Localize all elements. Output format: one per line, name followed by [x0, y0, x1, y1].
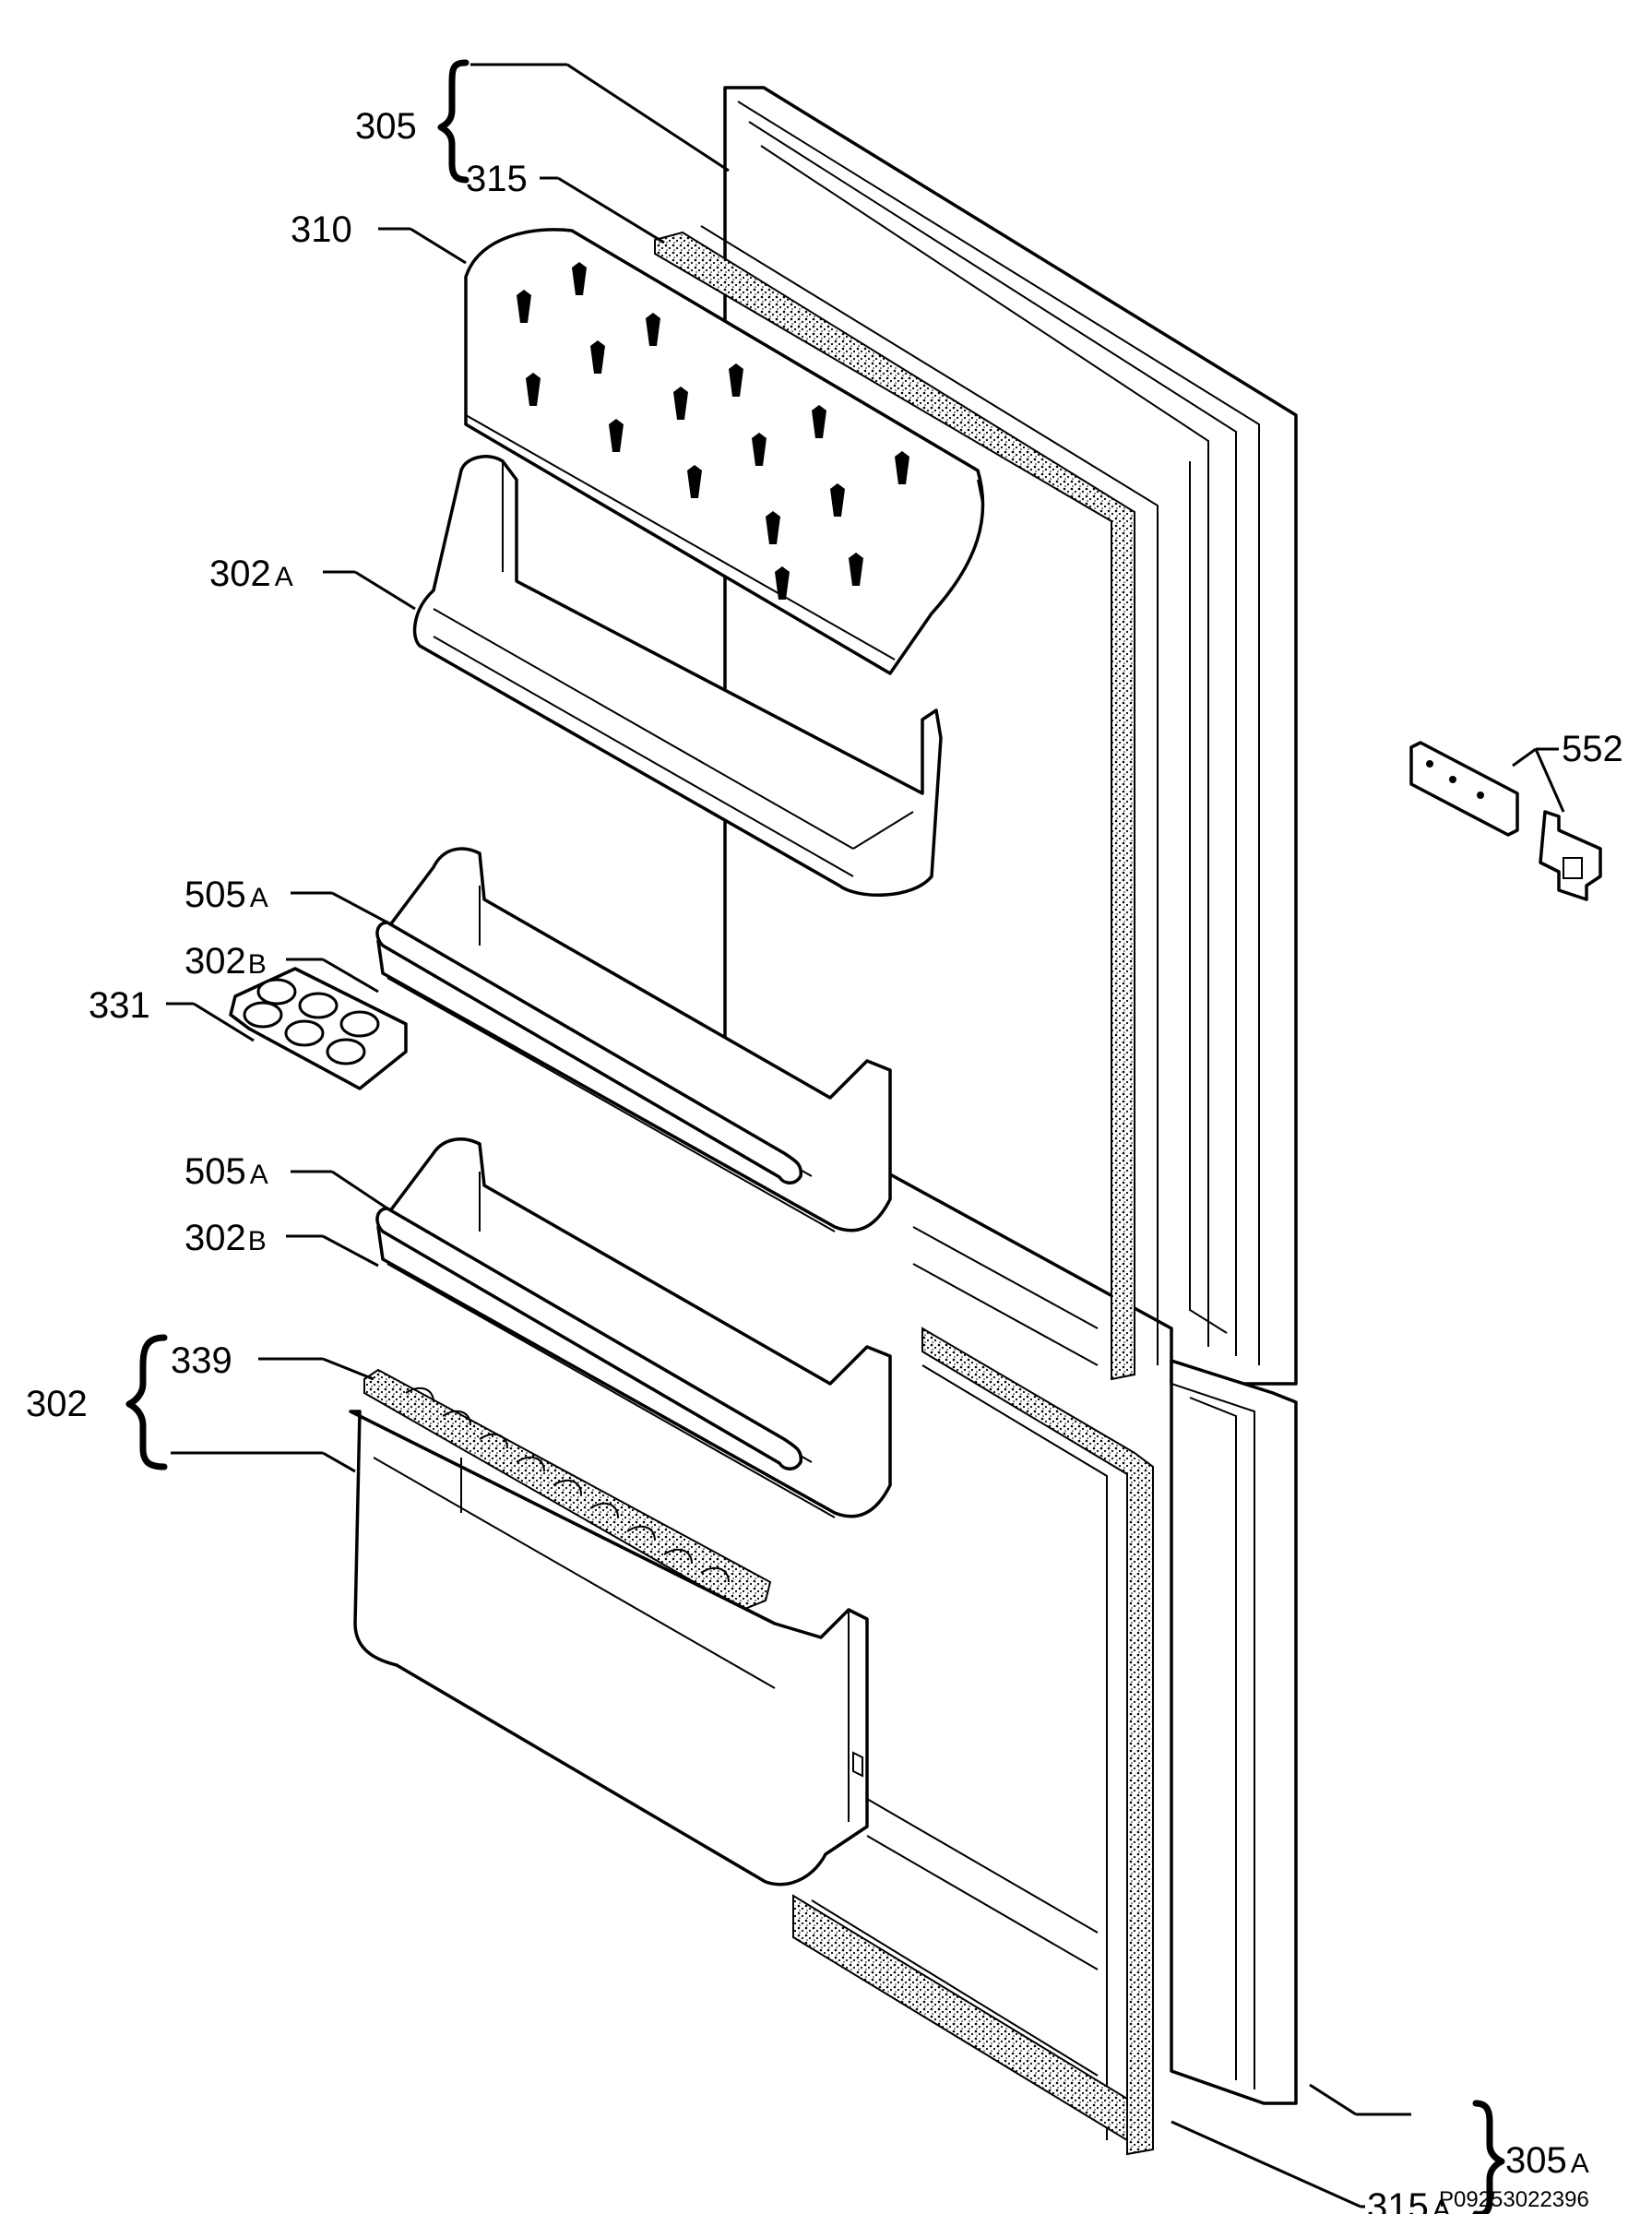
- lower-door-frame: [1170, 1359, 1298, 2105]
- label-302B-1: 302B: [184, 941, 267, 982]
- label-315: 315: [466, 159, 528, 199]
- shelf-retaining-bar-2: [375, 1207, 803, 1470]
- brace-305: [437, 59, 469, 184]
- bottle-separator: [363, 1368, 772, 1612]
- label-305: 305: [355, 106, 417, 147]
- label-302B-2: 302B: [184, 1218, 267, 1258]
- lid-ventilation-holes: [517, 262, 909, 600]
- brace-302: [125, 1334, 168, 1470]
- label-552: 552: [1562, 729, 1623, 769]
- label-310: 310: [291, 209, 352, 250]
- label-302: 302: [26, 1384, 88, 1424]
- hinge-bracket: [1409, 741, 1602, 901]
- label-331: 331: [89, 985, 150, 1026]
- label-339: 339: [171, 1340, 232, 1381]
- drawing-code: P09253022396: [1439, 2187, 1589, 2212]
- lower-door-gasket: [792, 1327, 1154, 2156]
- top-door-shelf: [412, 455, 943, 897]
- leader-lines: [166, 63, 1565, 2208]
- bottom-door-bin: [349, 1410, 869, 1887]
- shelf-retaining-bar-1: [375, 921, 803, 1184]
- egg-tray: [229, 967, 408, 1090]
- upper-door-gasket: [654, 225, 1159, 1381]
- dairy-compartment-lid: [464, 228, 985, 675]
- brace-305A: [1472, 2100, 1505, 2214]
